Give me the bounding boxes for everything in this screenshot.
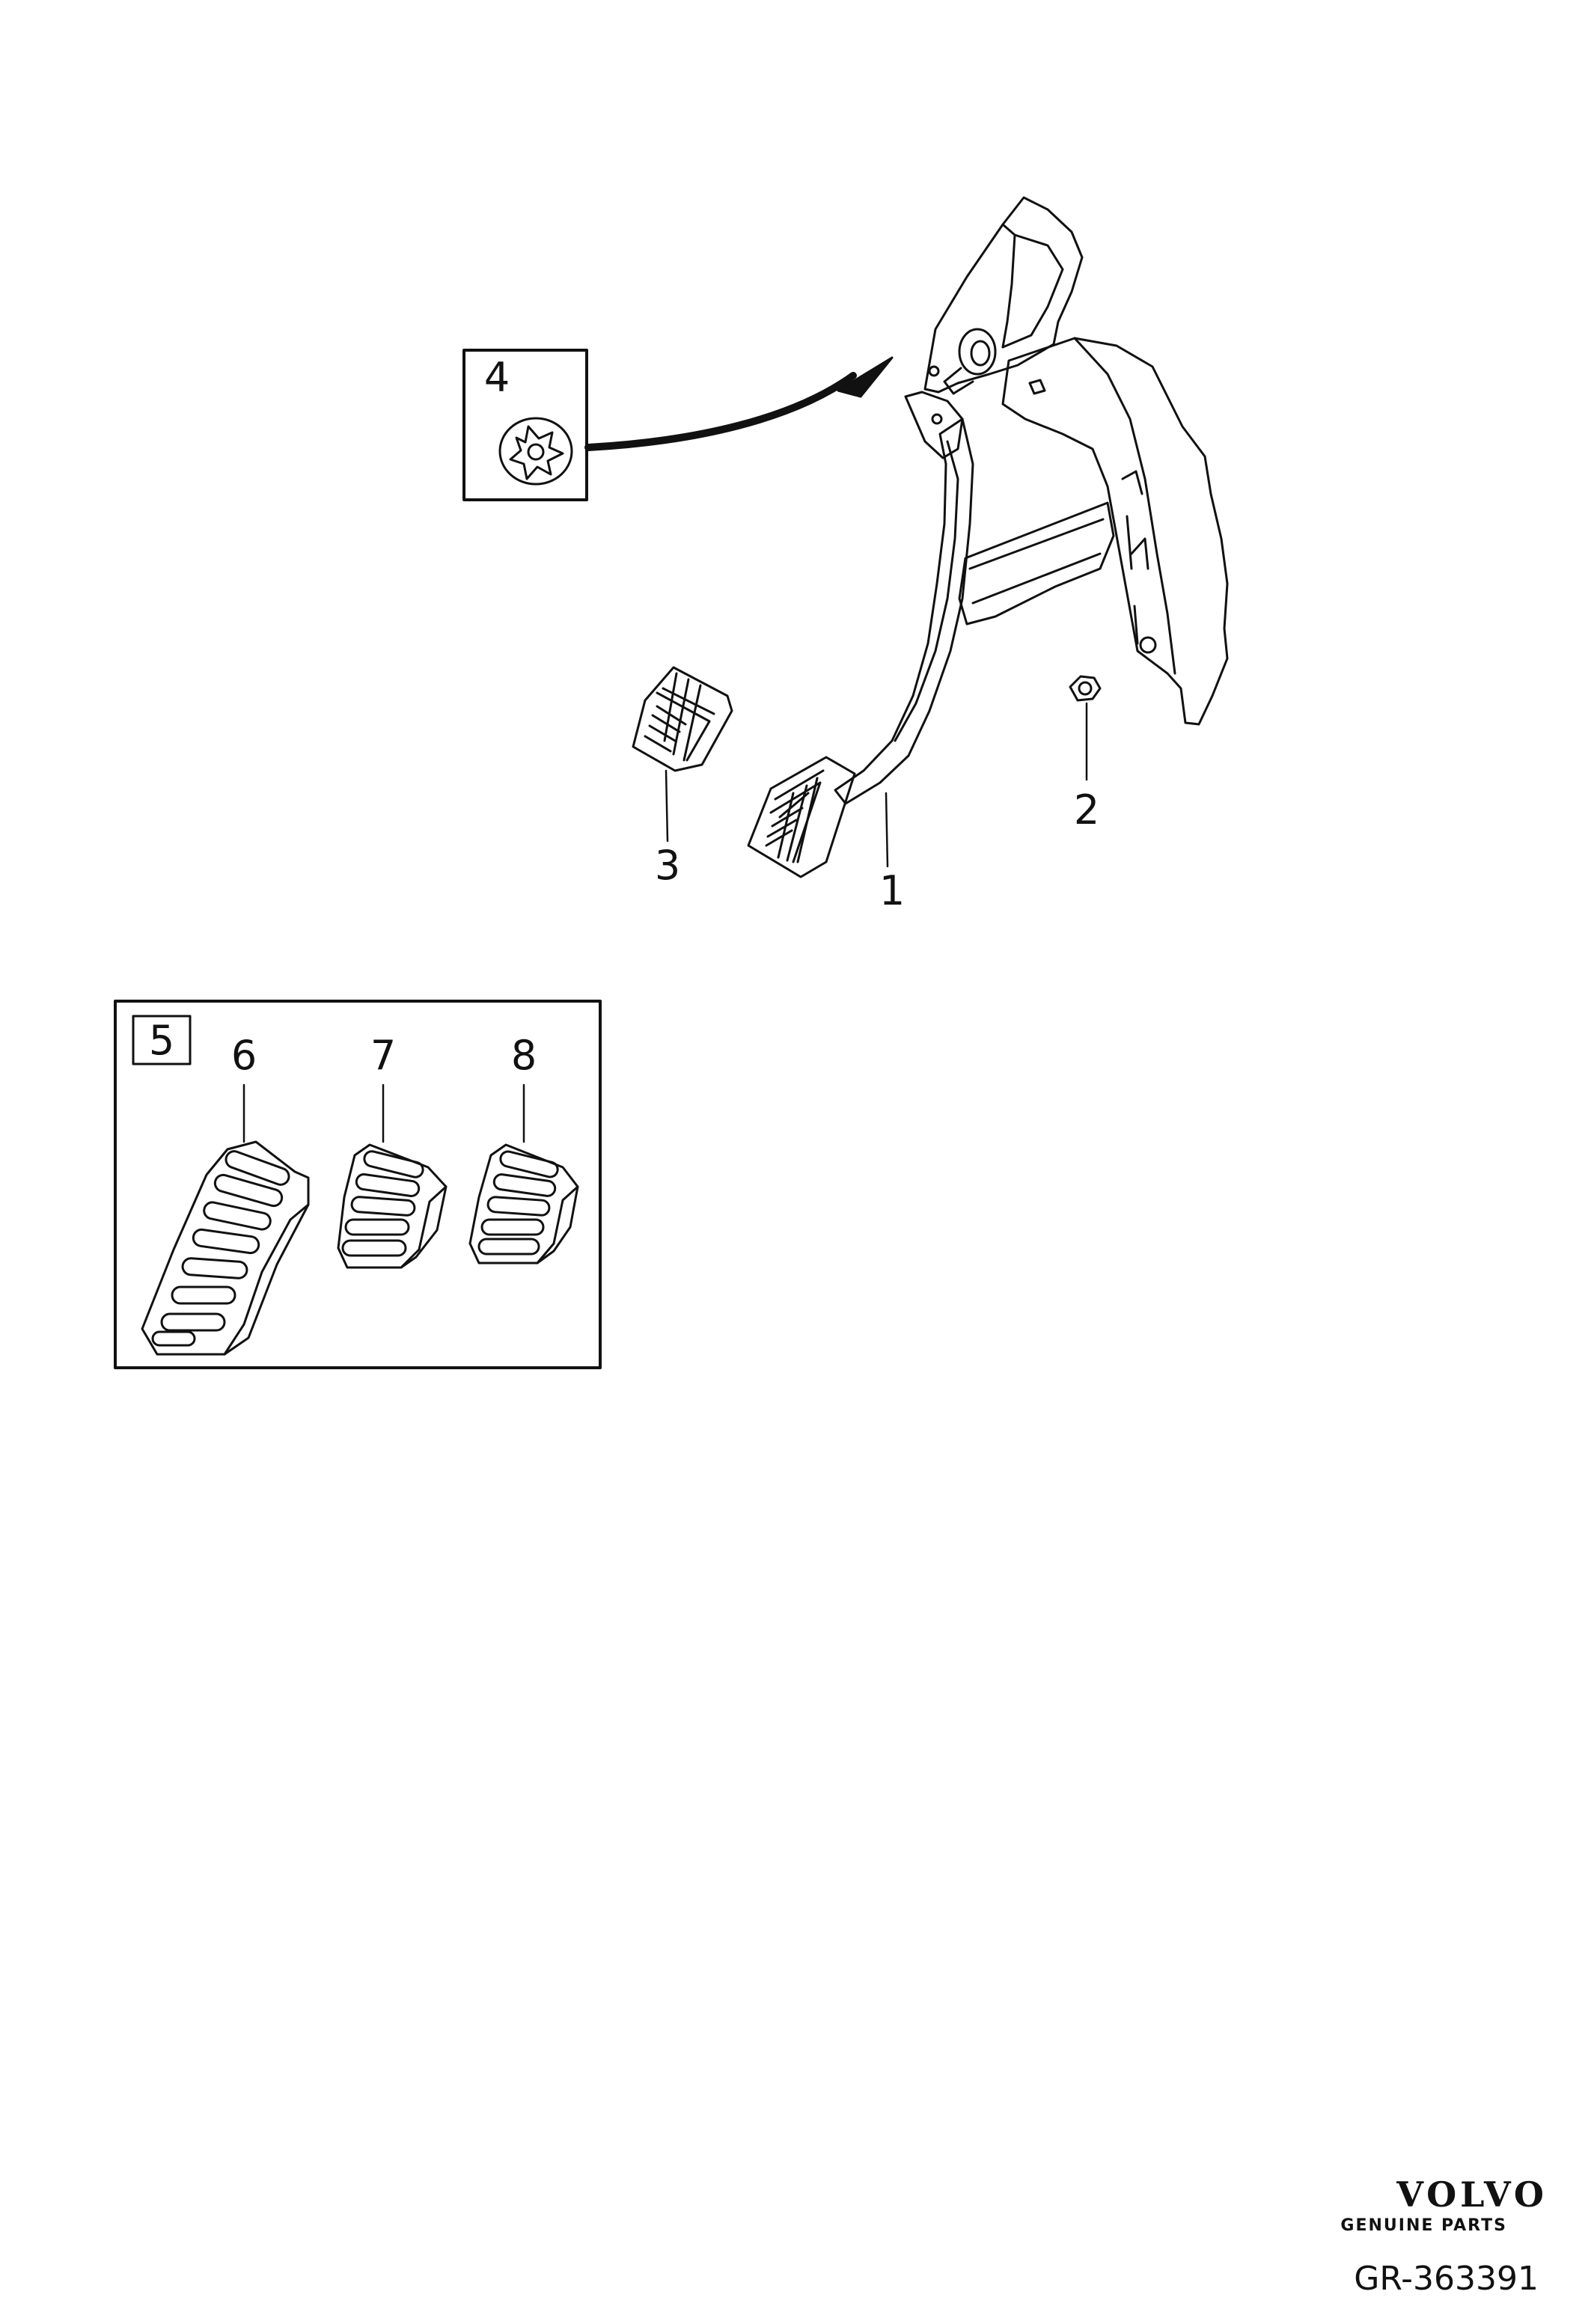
accelerator-pad-item-6 xyxy=(141,1140,310,1356)
callout-8: 8 xyxy=(510,1032,537,1079)
callout-7: 7 xyxy=(370,1032,397,1079)
brand-tagline: GENUINE PARTS xyxy=(1340,2216,1507,2235)
pedal-kit-box xyxy=(114,1000,602,1369)
callout-3: 3 xyxy=(654,842,681,889)
brand-logo: VOLVO xyxy=(1396,2174,1548,2215)
clip-icon xyxy=(498,417,573,486)
callout-4: 4 xyxy=(483,354,510,401)
callout-5: 5 xyxy=(148,1017,175,1064)
pedal-pad-main xyxy=(747,756,856,878)
clip-detail-box xyxy=(462,349,894,501)
nut-item-2 xyxy=(1069,675,1102,702)
callout-1: 1 xyxy=(879,867,906,914)
callout-2: 2 xyxy=(1073,786,1100,834)
arrow-head-icon xyxy=(837,356,894,398)
drawing-number: GR-363391 xyxy=(1354,2260,1539,2298)
pedal-pad-item-3 xyxy=(632,666,733,772)
pedal-bracket xyxy=(834,196,1229,805)
callout-6: 6 xyxy=(230,1032,257,1079)
leader-line-3 xyxy=(665,769,669,843)
detail-arrow xyxy=(584,372,857,451)
pedal-pad-item-8 xyxy=(468,1143,579,1265)
pedal-pad-item-7 xyxy=(337,1143,448,1269)
kit-number-box xyxy=(132,1015,192,1065)
leader-line-1 xyxy=(885,792,889,868)
